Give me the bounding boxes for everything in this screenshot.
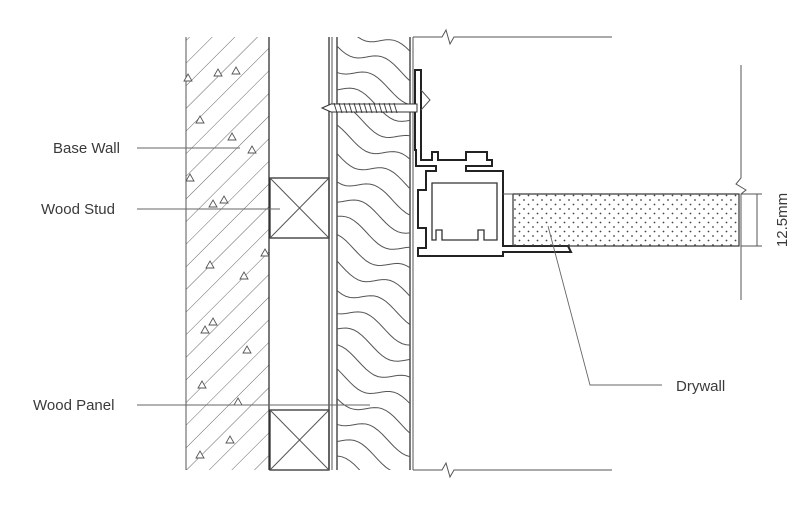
grain-line [337, 215, 410, 250]
thread-line [343, 102, 348, 114]
grain-line [357, 37, 410, 53]
label-wood-stud: Wood Stud [41, 201, 115, 218]
thread-line [353, 102, 358, 114]
label-base-wall: Base Wall [53, 140, 120, 157]
grain-line [337, 199, 410, 234]
thread-line [338, 102, 343, 114]
aggregate-mark [242, 345, 252, 354]
leader-lines [137, 147, 662, 406]
wood-grain-lines [334, 37, 414, 506]
thread-line [348, 102, 353, 114]
grain-line [334, 475, 414, 506]
grain-line [337, 344, 410, 378]
grain-line [337, 152, 410, 190]
thread-line [358, 102, 363, 114]
thread-line [368, 102, 373, 114]
grain-line [337, 124, 410, 160]
aggregate-mark [227, 132, 237, 141]
aggregate-mark [260, 248, 270, 257]
label-drywall: Drywall [676, 378, 725, 395]
aggregate-mark [239, 271, 249, 280]
aggregate-mark [197, 380, 207, 389]
thread-line [388, 102, 393, 114]
thread-line [383, 102, 388, 114]
aggregate-mark [208, 199, 218, 208]
grain-line [337, 87, 410, 122]
grain-line [337, 71, 410, 106]
screw [320, 102, 418, 114]
grain-line [337, 289, 410, 326]
aggregate-mark [208, 317, 218, 326]
aggregate-mark [195, 115, 205, 124]
grain-line [337, 45, 410, 82]
aggregate-mark [185, 173, 195, 182]
aggregate-mark [247, 145, 257, 154]
section-break-lines [413, 28, 612, 479]
aggregate-mark [205, 260, 215, 269]
screw-threads [333, 102, 398, 114]
thread-line [363, 102, 368, 114]
aggregate-mark [213, 68, 223, 77]
grain-line [337, 311, 410, 346]
grain-line [337, 233, 410, 269]
grain-line [337, 327, 410, 362]
base-wall [183, 37, 270, 470]
grain-line [337, 455, 361, 470]
grain-line [337, 397, 410, 434]
drywall [503, 193, 740, 247]
aggregate-mark [200, 325, 210, 334]
aggregate-mark [195, 450, 205, 459]
thread-line [333, 102, 338, 114]
grain-line [337, 181, 410, 216]
wood-stud-lower [269, 409, 330, 471]
concrete-aggregate-marks [183, 66, 270, 459]
aggregate-mark [183, 73, 193, 82]
aggregate-mark [231, 66, 241, 75]
dimension-line: 12.5mm [735, 65, 791, 300]
thread-line [373, 102, 378, 114]
wood-stud-upper [269, 177, 330, 239]
aggregate-mark [225, 435, 235, 444]
grain-line [337, 260, 410, 298]
wood-panel [334, 37, 414, 506]
thread-line [378, 102, 383, 114]
thread-line [393, 102, 398, 114]
label-wood-panel: Wood Panel [33, 397, 114, 414]
grain-line [337, 423, 410, 458]
aggregate-mark [219, 195, 229, 204]
grain-line [337, 439, 392, 470]
grain-line [337, 368, 410, 405]
thickness-dimension: 12.5mm [774, 193, 791, 247]
